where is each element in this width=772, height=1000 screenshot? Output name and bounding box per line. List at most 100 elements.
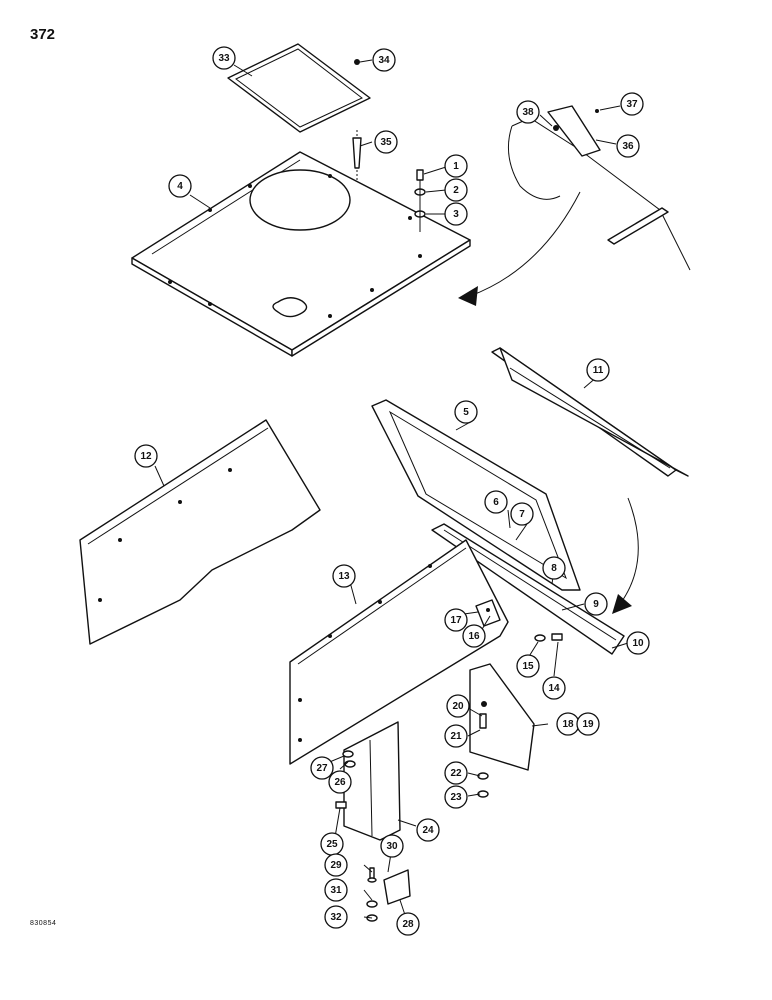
callout-circle — [324, 905, 348, 929]
callout-text: 35 — [380, 137, 392, 148]
callout-text: 11 — [593, 365, 604, 376]
callout-38: 38 — [516, 100, 540, 124]
callout-circle — [586, 358, 610, 382]
bracket-18-19 — [469, 663, 535, 771]
callout-28: 28 — [396, 912, 420, 936]
fastener-stack-1-3 — [414, 169, 426, 232]
callout-text: 1 — [453, 161, 459, 172]
callout-circle — [328, 770, 352, 794]
callout-text: 36 — [622, 141, 634, 152]
page-number: 372 — [30, 26, 56, 43]
callout-text: 26 — [334, 777, 346, 788]
callout-circle — [374, 130, 398, 154]
callout-circle — [446, 694, 470, 718]
callout-text: 24 — [422, 825, 434, 836]
callout-text: 21 — [450, 731, 462, 742]
callout-circle — [454, 400, 478, 424]
callout-text: 3 — [453, 209, 459, 220]
callout-text: 19 — [582, 719, 594, 730]
callout-text: 9 — [593, 599, 599, 610]
callout-text: 31 — [330, 885, 342, 896]
callout-text: 10 — [632, 638, 644, 649]
callout-text: 32 — [330, 912, 342, 923]
callout-36: 36 — [616, 134, 640, 158]
callout-text: 29 — [330, 860, 342, 871]
callout-19: 19 — [576, 712, 600, 736]
callout-circle — [444, 761, 468, 785]
callout-circle — [510, 502, 534, 526]
callout-11: 11 — [586, 358, 610, 382]
callout-text: 33 — [218, 53, 230, 64]
callout-circle — [324, 878, 348, 902]
floor-plate-4 — [131, 151, 471, 357]
callout-30: 30 — [380, 834, 404, 858]
callout-circle — [444, 724, 468, 748]
callout-25: 25 — [320, 832, 344, 856]
side-panel-12 — [79, 419, 321, 645]
callout-circle — [584, 592, 608, 616]
direction-arrow-right — [612, 497, 639, 614]
callout-8: 8 — [542, 556, 566, 580]
callout-text: 7 — [519, 509, 525, 520]
callout-5: 5 — [454, 400, 478, 424]
callout-circle — [380, 834, 404, 858]
bolt-34-35 — [352, 59, 362, 200]
callout-26: 26 — [328, 770, 352, 794]
callout-10: 10 — [626, 631, 650, 655]
callout-1: 1 — [444, 154, 468, 178]
callout-text: 14 — [548, 683, 560, 694]
callout-circle — [168, 174, 192, 198]
callout-35: 35 — [374, 130, 398, 154]
callout-circle — [134, 444, 158, 468]
callout-22: 22 — [444, 761, 468, 785]
cover-plate-33 — [227, 43, 371, 133]
callout-text: 6 — [493, 497, 499, 508]
callout-32: 32 — [324, 905, 348, 929]
fastener-stack-20-23 — [477, 713, 489, 798]
callout-text: 12 — [140, 451, 152, 462]
leader-lines — [154, 59, 629, 925]
callout-text: 5 — [463, 407, 469, 418]
callout-circle — [444, 608, 468, 632]
callout-6: 6 — [484, 490, 508, 514]
callout-circle — [542, 676, 566, 700]
callout-text: 38 — [522, 107, 534, 118]
callout-circle — [516, 100, 540, 124]
callout-text: 34 — [378, 55, 390, 66]
callout-text: 4 — [177, 181, 183, 192]
callout-text: 20 — [452, 701, 464, 712]
callout-text: 15 — [522, 661, 534, 672]
callout-text: 27 — [316, 763, 328, 774]
callout-23: 23 — [444, 785, 468, 809]
callout-24: 24 — [416, 818, 440, 842]
callout-text: 23 — [450, 792, 462, 803]
frame-panel-5 — [371, 399, 581, 591]
callout-29: 29 — [324, 853, 348, 877]
callout-20: 20 — [446, 694, 470, 718]
callout-circle — [444, 202, 468, 226]
callout-31: 31 — [324, 878, 348, 902]
callout-text: 25 — [326, 839, 338, 850]
callout-text: 28 — [402, 919, 414, 930]
callout-circle — [626, 631, 650, 655]
callout-circle — [332, 564, 356, 588]
callout-circle — [444, 785, 468, 809]
callout-circle — [310, 756, 334, 780]
callout-12: 12 — [134, 444, 158, 468]
callout-circle — [542, 556, 566, 580]
callout-7: 7 — [510, 502, 534, 526]
callout-33: 33 — [212, 46, 236, 70]
callout-13: 13 — [332, 564, 356, 588]
callout-text: 37 — [626, 99, 638, 110]
upright-24 — [343, 721, 401, 841]
callout-21: 21 — [444, 724, 468, 748]
callout-circle — [576, 712, 600, 736]
callout-9: 9 — [584, 592, 608, 616]
callout-27: 27 — [310, 756, 334, 780]
figure-code: 830854 — [30, 920, 57, 927]
callout-circle — [620, 92, 644, 116]
fastener-14-15 — [534, 633, 563, 642]
callout-2: 2 — [444, 178, 468, 202]
